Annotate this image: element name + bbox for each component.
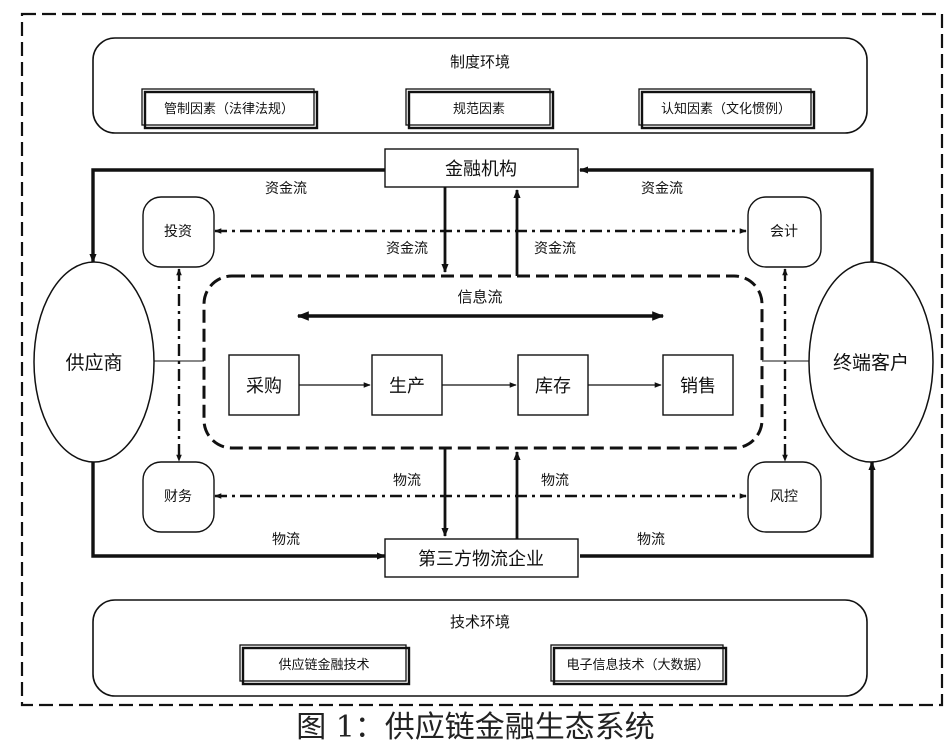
stage-inventory-label: 库存	[535, 376, 571, 397]
capital-flow-up-label: 资金流	[534, 241, 576, 257]
capital-flow-left-label: 资金流	[265, 181, 307, 197]
info-flow-label: 信息流	[457, 288, 502, 306]
accounting-label: 会计	[770, 224, 798, 240]
finance-dept-label: 财务	[164, 489, 192, 505]
scf-technology-box	[239, 644, 407, 682]
regulatory-factor-label: 管制因素（法律法规）	[164, 102, 294, 117]
regulatory-factor-shadow	[143, 90, 319, 130]
investment-node	[142, 196, 215, 268]
capital-flow-left-path	[89, 168, 385, 263]
risk-control-label: 风控	[770, 489, 798, 505]
it-bigdata-box	[550, 644, 724, 682]
stage-production-box	[371, 354, 443, 416]
capital-flow-right-label: 资金流	[641, 181, 683, 197]
logistics-company-box	[384, 538, 579, 578]
logistics-flow-left-path	[91, 460, 386, 560]
logistics-flow-right-label: 物流	[637, 532, 665, 548]
technical-environment-title: 技术环境	[450, 613, 510, 631]
logistics-company-label: 第三方物流企业	[418, 549, 544, 570]
cognitive-factor-label: 认知因素（文化惯例）	[661, 101, 791, 117]
end-customer-label: 终端客户	[833, 352, 909, 374]
accounting-node	[747, 196, 822, 268]
it-bigdata-label: 电子信息技术（大数据）	[566, 657, 709, 673]
risk-control-node	[747, 461, 822, 533]
institutional-environment: 制度环境 管制因素（法律法规） 规范因素 认知因素（文化惯例）	[92, 37, 868, 134]
financial-institution-label: 金融机构	[445, 159, 517, 180]
stage-sales-label: 销售	[680, 376, 716, 397]
capital-flow-right-path	[579, 166, 874, 268]
end-customer-node	[808, 261, 934, 463]
figure-caption: 图 1：供应链金融生态系统	[296, 710, 655, 745]
normative-factor-shadow	[407, 90, 555, 130]
supplier-node	[33, 261, 155, 463]
logistics-flow-down-label: 物流	[393, 473, 421, 489]
finance-dept-node	[142, 461, 215, 533]
cognitive-factor-box	[638, 88, 812, 126]
it-bigdata-shadow	[552, 646, 728, 686]
logistics-flow-left-label: 物流	[272, 532, 300, 548]
stage-procurement-label: 采购	[246, 376, 282, 397]
technical-environment: 技术环境 供应链金融技术 电子信息技术（大数据）	[92, 599, 868, 697]
cognitive-factor-shadow	[640, 90, 816, 130]
scf-technology-shadow	[241, 646, 411, 686]
outer-frame	[20, 12, 944, 707]
stage-inventory-box	[517, 354, 589, 416]
stage-sales-box	[662, 354, 734, 416]
normative-factor-box	[405, 88, 551, 126]
investment-label: 投资	[164, 224, 192, 240]
regulatory-factor-box	[141, 88, 315, 126]
logistics-flow-right-path	[580, 461, 876, 558]
stage-production-label: 生产	[389, 376, 425, 397]
normative-factor-label: 规范因素	[453, 102, 505, 117]
institutional-environment-title: 制度环境	[450, 53, 510, 71]
financial-institution-box	[384, 148, 579, 188]
scf-technology-label: 供应链金融技术	[278, 657, 369, 673]
logistics-flow-up-label: 物流	[541, 473, 569, 489]
supplier-label: 供应商	[65, 352, 122, 374]
capital-flow-down-label: 资金流	[386, 241, 428, 257]
